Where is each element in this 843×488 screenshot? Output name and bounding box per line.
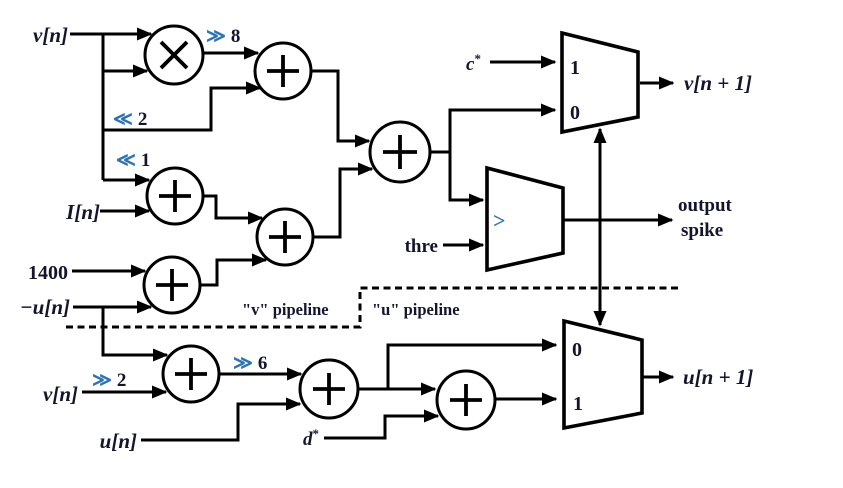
wire-adder4-output [313, 162, 374, 239]
operator-nodes [142, 24, 497, 431]
wire-negu-branch [101, 307, 169, 362]
label-i-input: I[n] [65, 200, 100, 224]
label-shift-right-8: ≫8 [206, 26, 240, 47]
label-u-input: u[n] [100, 429, 137, 453]
label-shift-left-1: ≪1 [116, 150, 150, 171]
label-output-spike-line1: output [678, 195, 733, 216]
label-v-input-top: v[n] [33, 23, 68, 47]
wire-adder2-output [203, 194, 264, 225]
pipeline-divider-dashed [66, 286, 680, 329]
u-mux-input-1-label: 1 [573, 393, 583, 415]
label-c-star: c* [466, 51, 481, 75]
wire-adder1-output [311, 69, 371, 148]
label-u-output: u[n + 1] [683, 365, 753, 389]
wire-u-input [141, 397, 302, 442]
wire-to-umux-0 [386, 338, 558, 389]
adder-u3-icon [435, 369, 497, 431]
u-mux [562, 318, 644, 431]
label-d-star: d* [303, 426, 319, 450]
label-v-pipeline: "v" pipeline [242, 300, 329, 319]
v-mux [560, 30, 640, 135]
wire-adder3-output [200, 253, 268, 287]
wire-to-vmux-0 [448, 103, 557, 152]
comparator [485, 165, 565, 273]
label-shift-right-2: ≫2 [92, 370, 126, 391]
label-u-pipeline: "u" pipeline [372, 300, 460, 319]
v-mux-input-0-label: 0 [570, 102, 580, 124]
adder-v1-icon [253, 41, 313, 101]
u-mux-input-0-label: 0 [572, 339, 582, 361]
adder-u2-icon [298, 358, 360, 420]
comparator-symbol: > [493, 208, 506, 233]
label-v-output: v[n + 1] [684, 71, 752, 95]
adder-v3-icon [142, 255, 202, 315]
blocks [485, 30, 644, 431]
wire-d-input [324, 409, 440, 440]
label-output-spike-line2: spike [681, 220, 723, 241]
wires [66, 27, 680, 442]
multiplier-icon [143, 24, 205, 86]
label-shift-right-6: ≫6 [233, 353, 267, 374]
adder-v4-icon [255, 207, 315, 267]
v-mux-input-1-label: 1 [570, 57, 580, 79]
label-thre: thre [405, 236, 438, 257]
adder-v2-icon [145, 166, 205, 226]
labels: v[n] ≫8 ≪2 ≪1 I[n] 1400 −u[n] "v" pipeli… [20, 23, 753, 453]
wire-shift-left-2 [103, 81, 262, 132]
adder-u1-icon [161, 344, 221, 404]
adder-v5-icon [368, 120, 432, 184]
label-v-input-bottom: v[n] [43, 382, 78, 406]
wire-to-comparator [448, 152, 485, 207]
label-neg-u-input: −u[n] [20, 295, 70, 319]
label-1400: 1400 [28, 262, 68, 284]
label-shift-left-2: ≪2 [113, 109, 147, 130]
